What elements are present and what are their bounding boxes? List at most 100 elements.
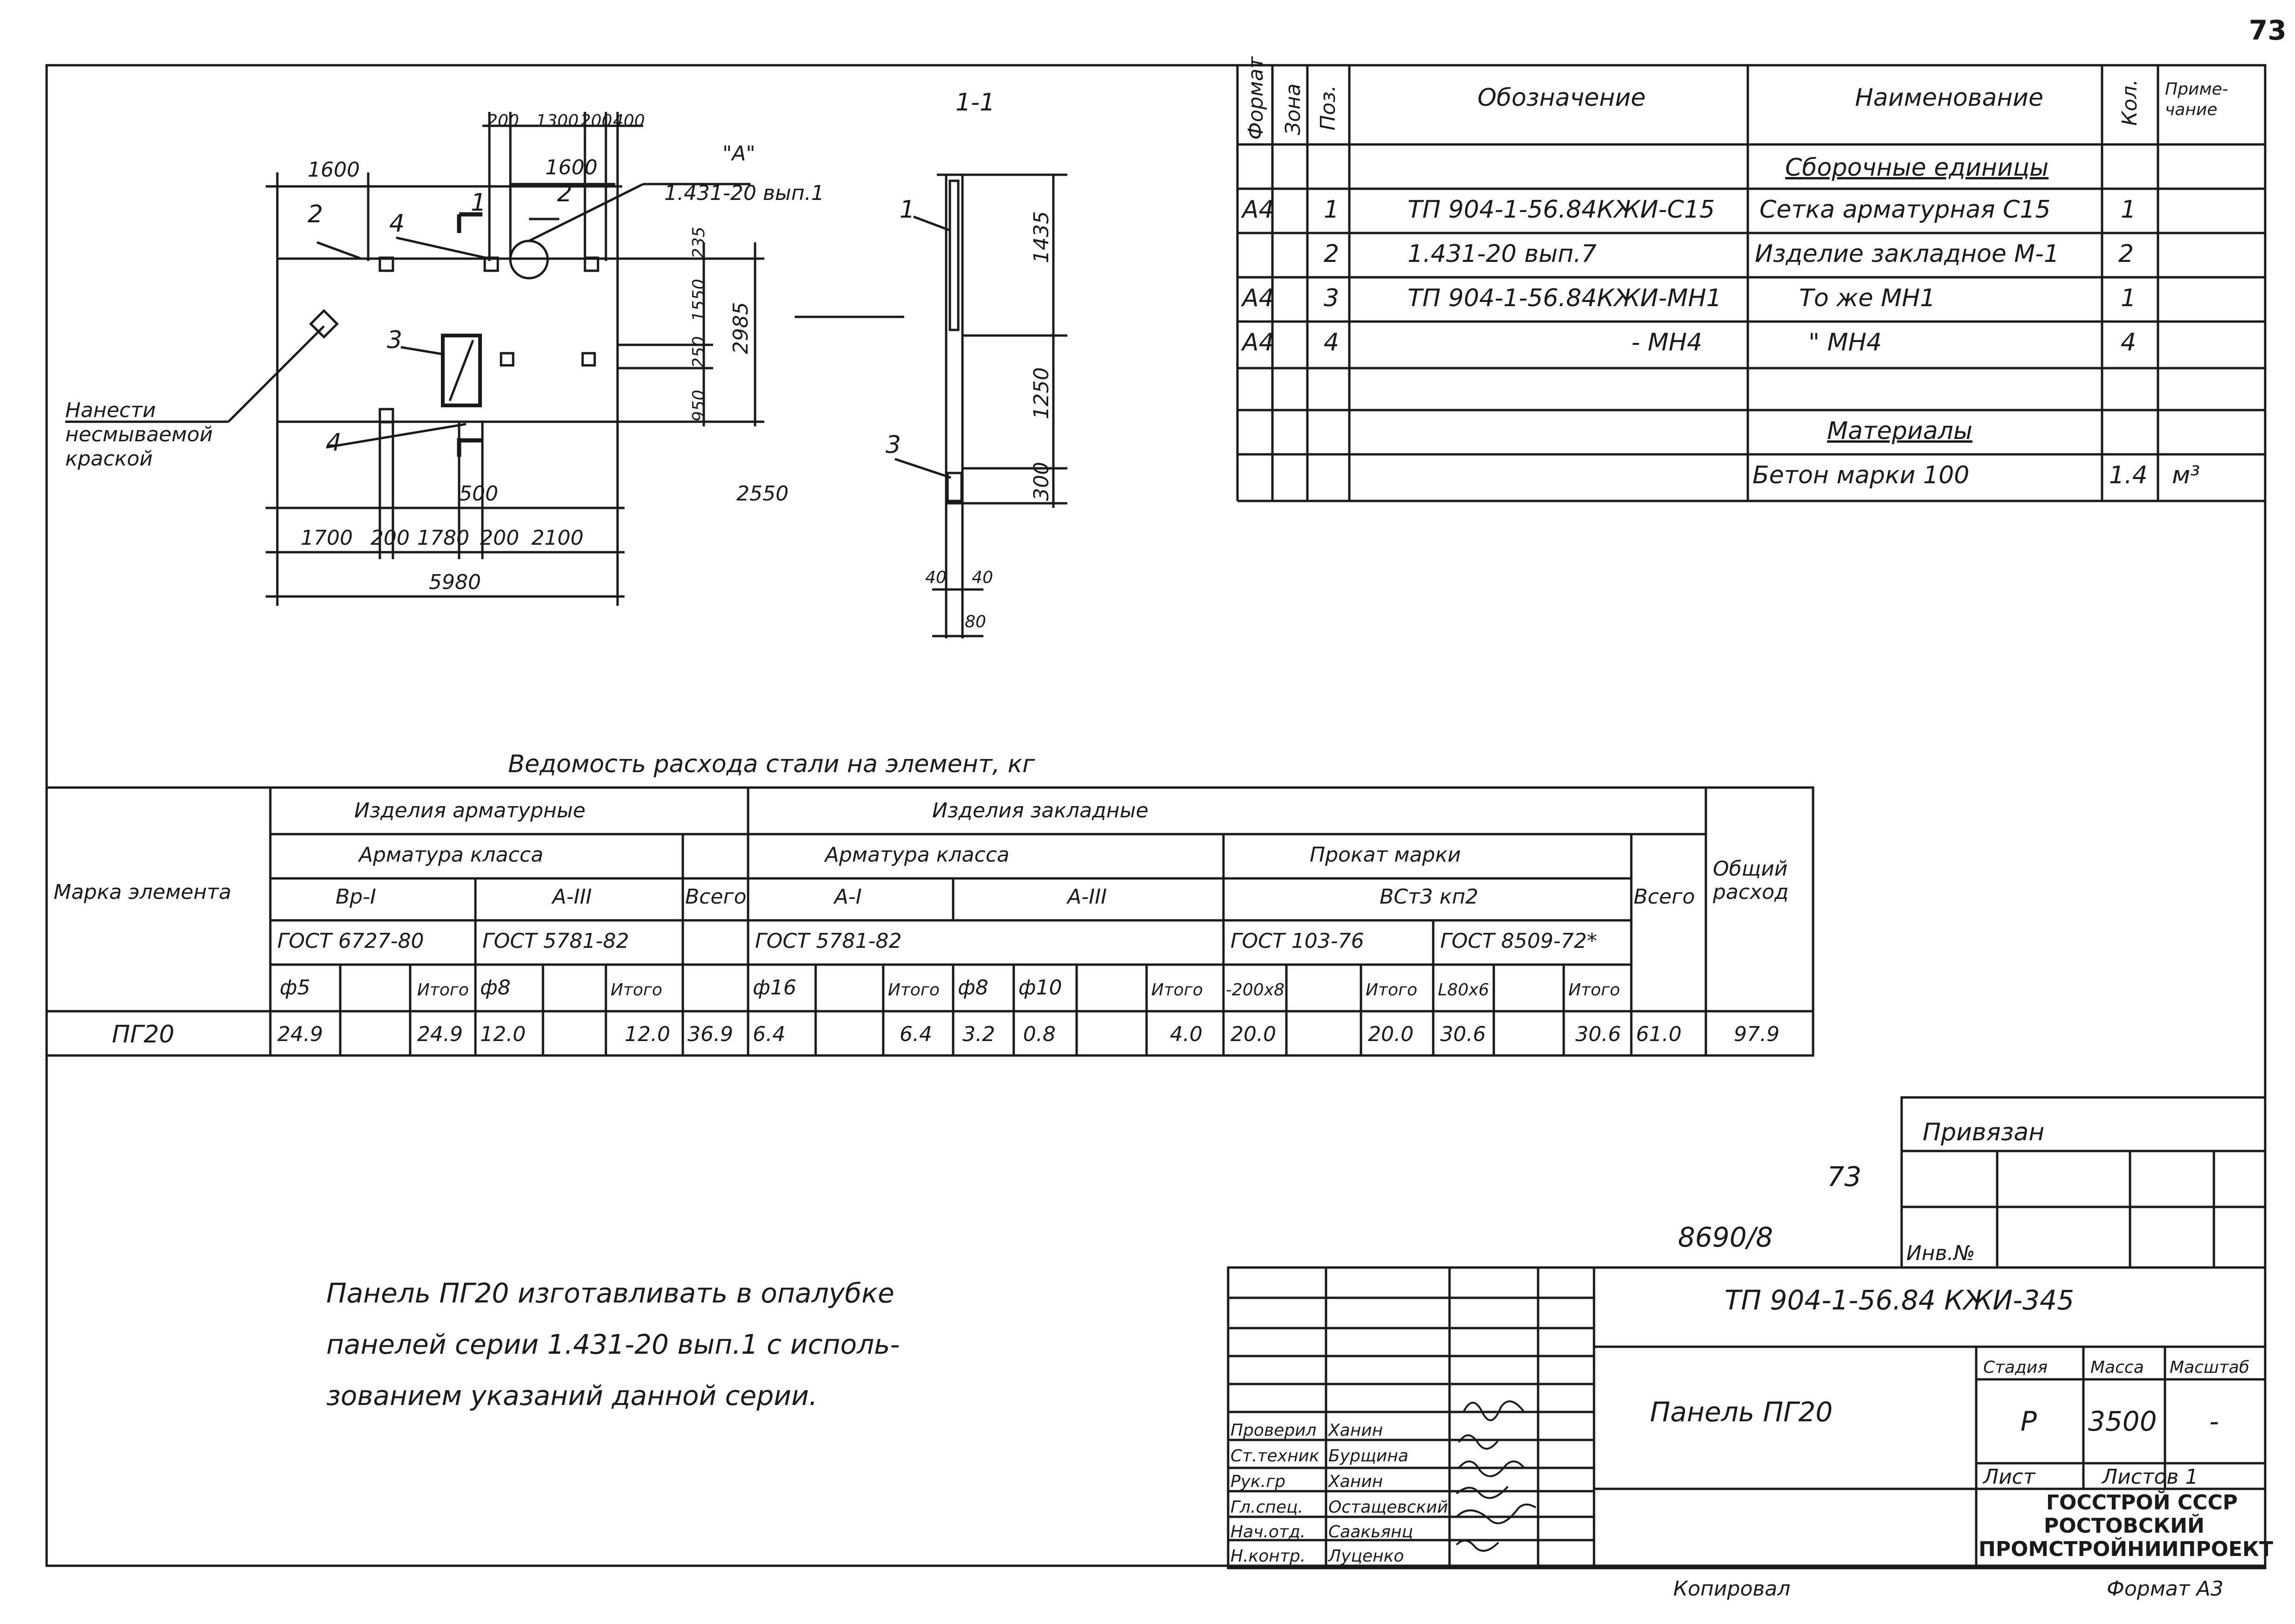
dim-top-1600-right: 1600 <box>545 156 598 179</box>
pos-label-3: 3 <box>387 326 403 354</box>
steel-val-3: 24.9 <box>417 1022 463 1046</box>
steel-h-gost-103: ГОСТ 103-76 <box>1230 929 1364 953</box>
sig-role-5: Нач.отд. <box>1230 1522 1306 1542</box>
copied-by-label: Копировал <box>1673 1577 1791 1601</box>
section-dim-300: 300 <box>1030 462 1053 501</box>
dim-bottom-1700: 1700 <box>301 526 353 550</box>
pos-label-1-cut: 1 <box>471 189 487 217</box>
steel-h-rebar-products: Изделия арматурные <box>354 799 586 822</box>
steel-sub-h-17: L80х6 <box>1438 980 1490 1000</box>
sig-role-4: Гл.спец. <box>1230 1498 1303 1517</box>
spec-row-3-designation: ТП 904-1-56.84КЖИ-МН1 <box>1408 284 1722 312</box>
note-line-2: панелей серии 1.431-20 вып.1 с исполь- <box>326 1329 900 1360</box>
title-stage-label: Стадия <box>1983 1358 2048 1377</box>
steel-val-14: 4.0 <box>1170 1022 1202 1046</box>
steel-h-rebar-class-2: Арматура класса <box>825 843 1010 867</box>
panel-plan-outline <box>65 112 764 606</box>
spec-header-designation: Обозначение <box>1477 84 1646 112</box>
sig-name-4: Остащевский <box>1328 1498 1448 1517</box>
steel-sub-h-7: ф16 <box>753 976 797 1000</box>
spec-header-qty: Кол. <box>2118 79 2142 126</box>
spec-row-2-qty: 2 <box>2118 240 2134 268</box>
spec-row-3-format: А4 <box>1242 284 1274 312</box>
steel-val-22: 97.9 <box>1734 1022 1780 1046</box>
section-pos-3: 3 <box>886 431 901 459</box>
steel-sub-h-9: Итого <box>888 980 940 1000</box>
title-org-line-3: ПРОМСТРОЙНИИПРОЕКТ <box>1979 1537 2274 1561</box>
dim-right-235: 235 <box>689 226 708 259</box>
title-sheets-label: Листов 1 <box>2102 1465 2199 1489</box>
title-block-grid <box>1227 1266 2267 1569</box>
steel-table-grid <box>45 786 1814 1057</box>
dim-bottom-1780: 1780 <box>417 526 469 550</box>
steel-sub-h-19: Итого <box>1568 980 1620 1000</box>
steel-h-a3-2: А-III <box>1067 885 1107 909</box>
sig-role-6: Н.контр. <box>1230 1547 1306 1566</box>
title-mass-value: 3500 <box>2088 1405 2157 1437</box>
spec-table-grid <box>1236 65 2265 502</box>
spec-row-1-format: А4 <box>1242 196 1274 224</box>
steel-table-title: Ведомость расхода стали на элемент, кг <box>508 750 1035 778</box>
steel-sub-h-6: Итого <box>611 980 662 1000</box>
title-sheet-label: Лист <box>1983 1465 2035 1489</box>
dim-right-2985: 2985 <box>729 302 753 354</box>
steel-h-a3-1: А-III <box>552 885 592 909</box>
steel-h-overall: Общий расход <box>1713 857 1789 904</box>
spec-row-4-qty: 4 <box>2121 329 2137 356</box>
spec-row-1-pos: 1 <box>1324 196 1340 224</box>
spec-header-format: Формат <box>1244 56 1268 140</box>
title-mass-label: Масса <box>2090 1358 2144 1377</box>
spec-section-materials: Материалы <box>1827 417 1972 445</box>
sig-name-1: Ханин <box>1328 1421 1383 1440</box>
steel-h-a1: А-I <box>834 885 862 909</box>
sig-name-2: Бурщина <box>1328 1446 1409 1466</box>
dim-bottom-200b: 200 <box>480 526 519 550</box>
sheet-number: 73 <box>2249 14 2287 46</box>
paint-note: Нанести несмываемой краской <box>65 398 213 471</box>
steel-sub-h-11: ф10 <box>1018 976 1062 1000</box>
callout-a-reference: 1.431-20 вып.1 <box>664 181 825 205</box>
spec-row-1-qty: 1 <box>2121 196 2137 224</box>
steel-val-4: 12.0 <box>480 1022 526 1046</box>
spec-row-1-name: Сетка арматурная С15 <box>1759 196 2051 224</box>
section-dim-1250: 1250 <box>1030 367 1053 419</box>
format-label: Формат А3 <box>2107 1577 2224 1601</box>
steel-h-embedded-products: Изделия закладные <box>932 799 1148 822</box>
steel-h-total-2: Всего <box>1634 885 1695 909</box>
steel-sub-h-4: ф8 <box>480 976 511 1000</box>
spec-row-2-pos: 2 <box>1324 240 1340 268</box>
sig-name-6: Луценко <box>1328 1547 1404 1566</box>
section-pos-1: 1 <box>900 196 915 224</box>
pos-label-2-right: 2 <box>557 179 573 207</box>
section-dim-1435: 1435 <box>1030 211 1053 263</box>
steel-h-rebar-class-1: Арматура класса <box>359 843 543 867</box>
spec-row-4-designation: - МН4 <box>1631 329 1703 356</box>
steel-h-element: Марка элемента <box>54 880 232 904</box>
steel-h-gost-5781b: ГОСТ 5781-82 <box>755 929 902 953</box>
steel-val-8: 6.4 <box>753 1022 785 1046</box>
spec-header-name: Наименование <box>1855 84 2044 112</box>
steel-h-rolled: Прокат марки <box>1310 843 1461 867</box>
dim-right-950: 950 <box>689 390 708 422</box>
dim-top-400: 400 <box>613 111 645 130</box>
steel-val-17: 20.0 <box>1368 1022 1414 1046</box>
spec-row-2-name: Изделие закладное М-1 <box>1755 240 2060 268</box>
title-doc-name: Панель ПГ20 <box>1650 1396 1833 1428</box>
note-line-1: Панель ПГ20 изготавливать в опалубке <box>326 1277 894 1309</box>
sig-name-5: Саакьянц <box>1328 1522 1413 1542</box>
binding-inv-label: Инв.№ <box>1906 1241 1975 1265</box>
dim-bottom-200a: 200 <box>371 526 410 550</box>
spec-material-name: Бетон марки 100 <box>1752 461 1970 489</box>
steel-val-7: 36.9 <box>687 1022 733 1046</box>
dim-bottom-5980: 5980 <box>429 570 481 594</box>
spec-row-4-pos: 4 <box>1324 329 1340 356</box>
steel-val-1: 24.9 <box>277 1022 323 1046</box>
steel-val-21: 61.0 <box>1636 1022 1682 1046</box>
steel-val-18: 30.6 <box>1440 1022 1486 1046</box>
steel-val-15: 20.0 <box>1230 1022 1276 1046</box>
dim-bottom-500: 500 <box>459 482 498 506</box>
steel-val-10: 6.4 <box>900 1022 932 1046</box>
spec-material-note: м³ <box>2172 461 2200 489</box>
dim-top-200a: 200 <box>487 111 519 130</box>
binding-label: Привязан <box>1923 1118 2045 1146</box>
